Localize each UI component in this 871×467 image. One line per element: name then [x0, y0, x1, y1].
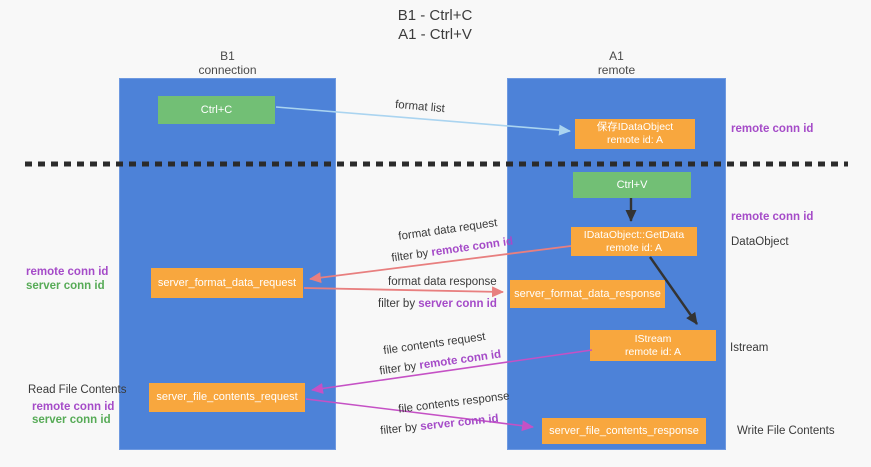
annotation-remote-conn-id-top-right: remote conn id	[731, 123, 814, 135]
filter-key-remote-conn-id: remote conn id	[418, 348, 502, 372]
node-server-file-contents-request: server_file_contents_request	[149, 383, 305, 412]
annotation-write-file-contents: Write File Contents	[737, 425, 835, 437]
filter-key-remote-conn-id: remote conn id	[430, 235, 514, 259]
node-server-format-data-request-label: server_format_data_request	[157, 276, 297, 289]
node-ctrl-c: Ctrl+C	[158, 96, 275, 124]
node-server-file-contents-response: server_file_contents_response	[542, 418, 706, 444]
node-istream-line1: IStream	[634, 332, 672, 345]
filter-key-server-conn-id: server conn id	[418, 298, 497, 310]
node-server-format-data-response-label: server_format_data_response	[514, 287, 661, 300]
lane-header-a1: A1 remote	[507, 49, 726, 77]
node-getdata-line1: IDataObject::GetData	[583, 228, 685, 241]
lane-b1-title: B1	[220, 49, 235, 63]
title-line1: B1 - Ctrl+C	[397, 7, 473, 24]
node-server-format-data-request: server_format_data_request	[151, 268, 303, 298]
filter-by-text: filter by	[379, 421, 421, 438]
node-server-format-data-response: server_format_data_response	[510, 280, 665, 308]
edge-label-format-data-response: format data response	[388, 276, 497, 288]
title-line2: A1 - Ctrl+V	[398, 26, 472, 43]
annotation-remote-conn-id-mid-right: remote conn id	[731, 211, 814, 223]
filter-by-text: filter by	[378, 298, 419, 310]
edge-label-format-data-response-filter: filter by server conn id	[378, 297, 497, 311]
node-save-idataobject-line1: 保存IDataObject	[596, 121, 674, 133]
edge-label-file-contents-response-filter: filter by server conn id	[380, 412, 500, 438]
filter-by-text: filter by	[390, 246, 433, 265]
lane-header-b1: B1 connection	[119, 49, 336, 77]
node-getdata-line2: remote id: A	[605, 241, 663, 254]
lane-b1-subtitle: connection	[198, 63, 257, 77]
node-save-idataobject: 保存IDataObject remote id: A	[575, 119, 695, 149]
node-istream-line2: remote id: A	[624, 345, 682, 358]
lane-a1-title: A1	[609, 49, 624, 63]
filter-by-text: filter by	[378, 359, 421, 378]
annotation-server-conn-id-mid-left: server conn id	[26, 280, 105, 292]
annotation-remote-conn-id-bottom-left: remote conn id	[32, 401, 115, 413]
node-server-file-contents-response-label: server_file_contents_response	[549, 424, 699, 437]
diagram-title: B1 - Ctrl+C A1 - Ctrl+V	[320, 6, 550, 44]
annotation-remote-conn-id-mid-left: remote conn id	[26, 266, 109, 278]
annotation-dataobject: DataObject	[731, 236, 789, 248]
edge-label-format-list: format list	[394, 98, 446, 116]
node-ctrl-c-label: Ctrl+C	[200, 103, 233, 116]
node-ctrl-v: Ctrl+V	[573, 172, 691, 198]
lane-a1-subtitle: remote	[597, 63, 636, 77]
node-save-idataobject-line2: remote id: A	[606, 134, 664, 146]
node-ctrl-v-label: Ctrl+V	[616, 178, 648, 191]
filter-key-server-conn-id: server conn id	[419, 412, 500, 433]
node-server-file-contents-request-label: server_file_contents_request	[156, 391, 298, 403]
node-idataobject-getdata: IDataObject::GetData remote id: A	[571, 227, 697, 256]
annotation-read-file-contents: Read File Contents	[28, 384, 127, 396]
annotation-server-conn-id-bottom-left: server conn id	[32, 414, 111, 426]
node-istream: IStream remote id: A	[590, 330, 716, 361]
annotation-istream: Istream	[730, 342, 769, 354]
